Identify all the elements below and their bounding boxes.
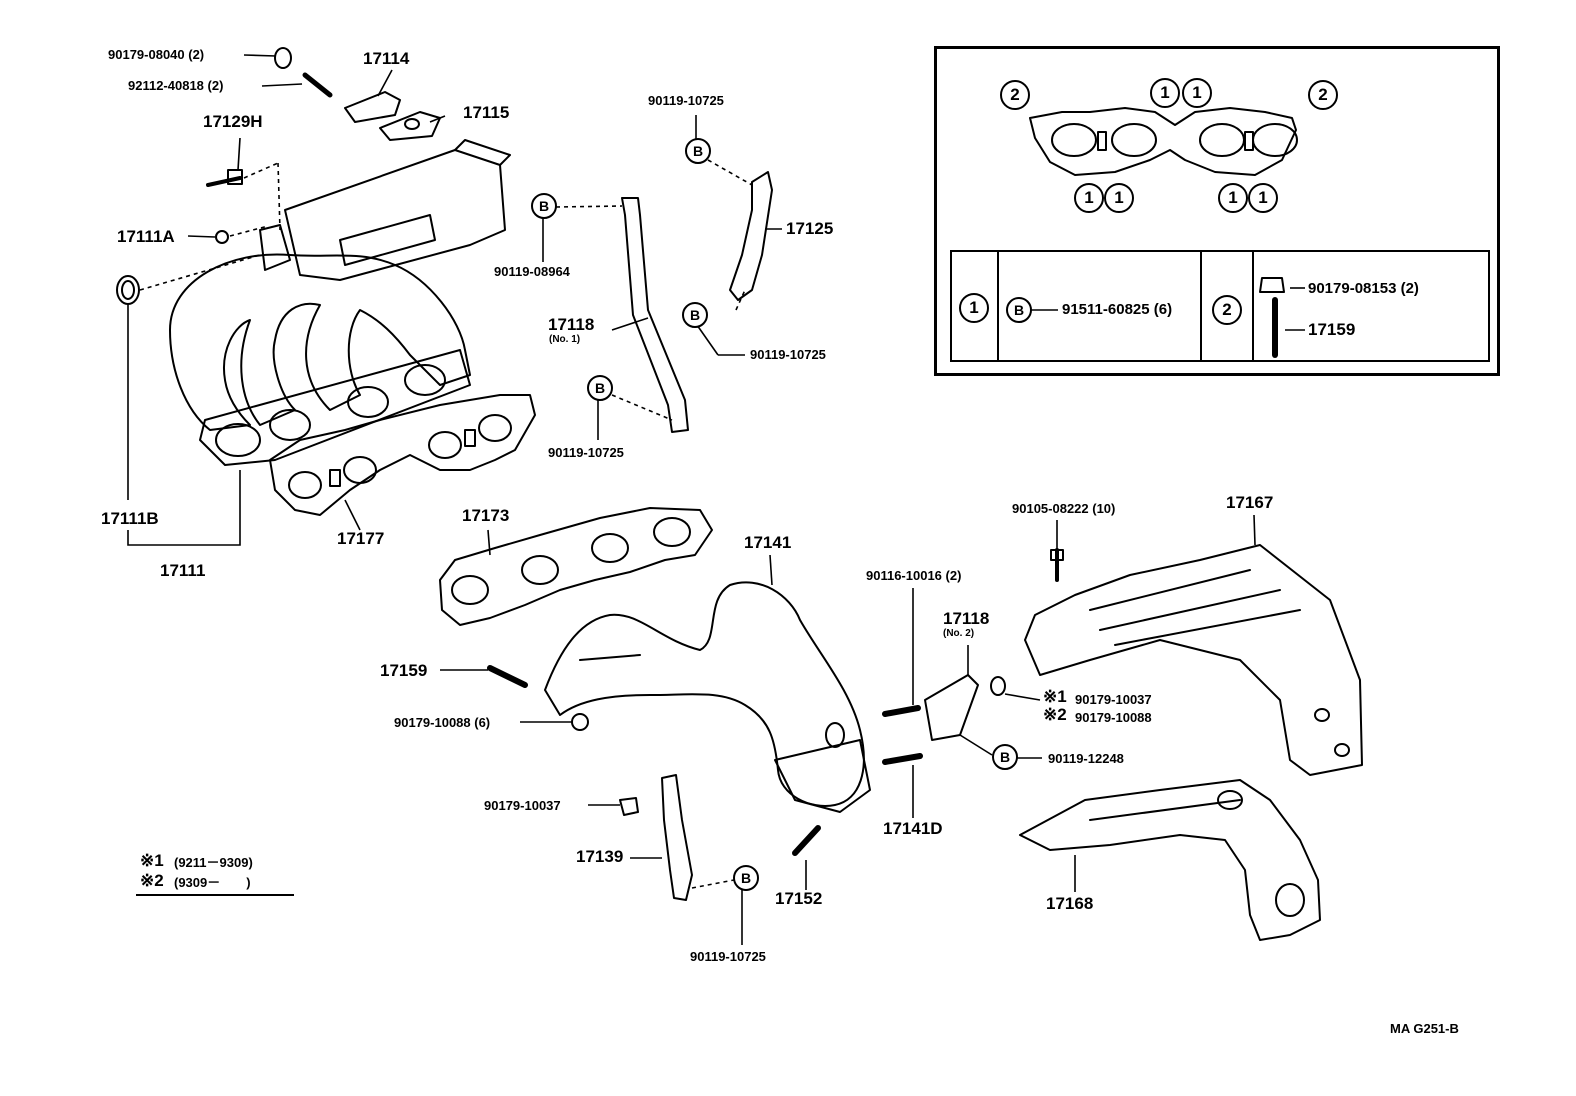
part-label-90179-10088-6: 90179-10088 (6): [394, 715, 491, 730]
legend-b-marker: B: [1006, 297, 1032, 323]
inset-marker-2-left: 2: [1000, 80, 1030, 110]
part-label-17118-no1-sub: (No. 1): [549, 334, 581, 345]
part-label-17111a: 17111A: [117, 227, 175, 246]
sensor-17129h: [206, 176, 242, 187]
legend-divider: [1200, 250, 1202, 362]
heat-insulator-17167: [1024, 544, 1363, 776]
inset-marker-2-right: 2: [1308, 80, 1338, 110]
gasket-17173: [439, 507, 713, 626]
diagram-code: MA G251-B: [1390, 1021, 1459, 1036]
stud-17152: [792, 825, 821, 856]
inset-marker-1: 1: [1218, 183, 1248, 213]
exhaust-manifold-17141: [544, 581, 871, 813]
part-label-17177: 17177: [337, 529, 385, 548]
footnote-star1-marker: ※1: [140, 851, 164, 870]
nut-90179-10088: [571, 713, 589, 731]
legend-table: [950, 250, 1490, 362]
part-label-17118-no1: 17118: [548, 315, 595, 334]
legend-divider: [997, 250, 999, 362]
part-label-17129h: 17129H: [203, 112, 263, 131]
legend-key-1: 1: [959, 293, 989, 323]
part-label-17111: 17111: [160, 561, 206, 580]
inset-marker-1: 1: [1150, 78, 1180, 108]
inset-marker-1: 1: [1104, 183, 1134, 213]
part-label-90119-10725: 90119-10725: [548, 445, 624, 460]
footnote-star1-range: (9211－9309): [174, 855, 253, 870]
part-label-92112-40818: 92112-40818 (2): [128, 78, 224, 93]
b-marker: B: [682, 302, 708, 328]
star1-marker: ※1: [1043, 687, 1067, 706]
stud-90116-10016: [882, 705, 921, 717]
stud-17141d: [882, 753, 923, 765]
part-label-17168: 17168: [1046, 894, 1094, 913]
plug-17111a: [215, 230, 229, 244]
leader-lines: [127, 54, 1305, 945]
gasket-17177: [269, 394, 536, 516]
b-marker: B: [992, 744, 1018, 770]
footnote-star2-range: (9309－ ): [174, 875, 251, 890]
part-label-17152: 17152: [775, 889, 823, 908]
b-marker: B: [685, 138, 711, 164]
part-label-17173: 17173: [462, 506, 510, 525]
part-label-90105-08222: 90105-08222 (10): [1012, 501, 1116, 516]
part-label-17139: 17139: [576, 847, 624, 866]
part-label-90119-10725: 90119-10725: [648, 93, 724, 108]
part-label-17118-no2-sub: (No. 2): [943, 628, 975, 639]
gasket-17115: [379, 111, 441, 141]
stay-17118-no2: [924, 674, 979, 741]
footnote-underline: [136, 894, 294, 896]
bolt-90179-08040: [274, 47, 292, 69]
part-label-17141: 17141: [744, 533, 792, 552]
part-label-90119-10725: 90119-10725: [750, 347, 826, 362]
heat-insulator-17168: [1019, 779, 1321, 941]
part-label-90116-10016: 90116-10016 (2): [866, 568, 962, 583]
part-label-90179-10088-star2: 90179-10088: [1075, 710, 1152, 725]
nut-90179-10037-left: [619, 797, 639, 816]
part-label-17115: 17115: [463, 103, 510, 122]
part-label-17114: 17114: [363, 49, 410, 68]
b-marker: B: [587, 375, 613, 401]
intake-manifold-17111: [169, 139, 511, 466]
part-label-17125: 17125: [786, 219, 834, 238]
stud-92112-40818: [302, 72, 333, 98]
inset-marker-1: 1: [1182, 78, 1212, 108]
legend-part-17159: 17159: [1308, 320, 1356, 339]
part-label-90179-08040: 90179-08040 (2): [108, 47, 205, 62]
legend-divider: [1252, 250, 1254, 362]
legend-part-91511-60825: 91511-60825 (6): [1062, 301, 1173, 318]
part-label-90119-10725: 90119-10725: [690, 949, 766, 964]
legend-part-90179-08153: 90179-08153 (2): [1308, 280, 1419, 297]
b-marker: B: [733, 865, 759, 891]
part-label-17118-no2: 17118: [943, 609, 990, 628]
part-label-90179-10037-star1: 90179-10037: [1075, 692, 1152, 707]
inset-marker-1: 1: [1248, 183, 1278, 213]
gasket-variant-inset: [934, 46, 1500, 376]
stud-17159: [487, 665, 528, 688]
gasket-17114: [344, 91, 401, 123]
washer-90179-10037-right: [990, 676, 1006, 696]
star2-marker: ※2: [1043, 705, 1067, 724]
legend-key-2: 2: [1212, 295, 1242, 325]
bracket-17139: [661, 774, 693, 901]
footnote-star2-marker: ※2: [140, 871, 164, 890]
legend-nut-90179-08153: [1259, 277, 1285, 293]
inset-gasket-outline: [1029, 107, 1298, 176]
stay-17118-no1: [621, 197, 689, 433]
part-label-17167: 17167: [1226, 493, 1274, 512]
part-label-90119-12248: 90119-12248: [1048, 751, 1124, 766]
part-label-17159: 17159: [380, 661, 428, 680]
part-label-17111b: 17111B: [101, 509, 159, 528]
b-marker: B: [531, 193, 557, 219]
part-label-90179-10037: 90179-10037: [484, 798, 561, 813]
bracket-17125: [729, 171, 773, 301]
part-label-17141d: 17141D: [883, 819, 943, 838]
inset-marker-1: 1: [1074, 183, 1104, 213]
part-label-90119-08964: 90119-08964: [494, 264, 570, 279]
